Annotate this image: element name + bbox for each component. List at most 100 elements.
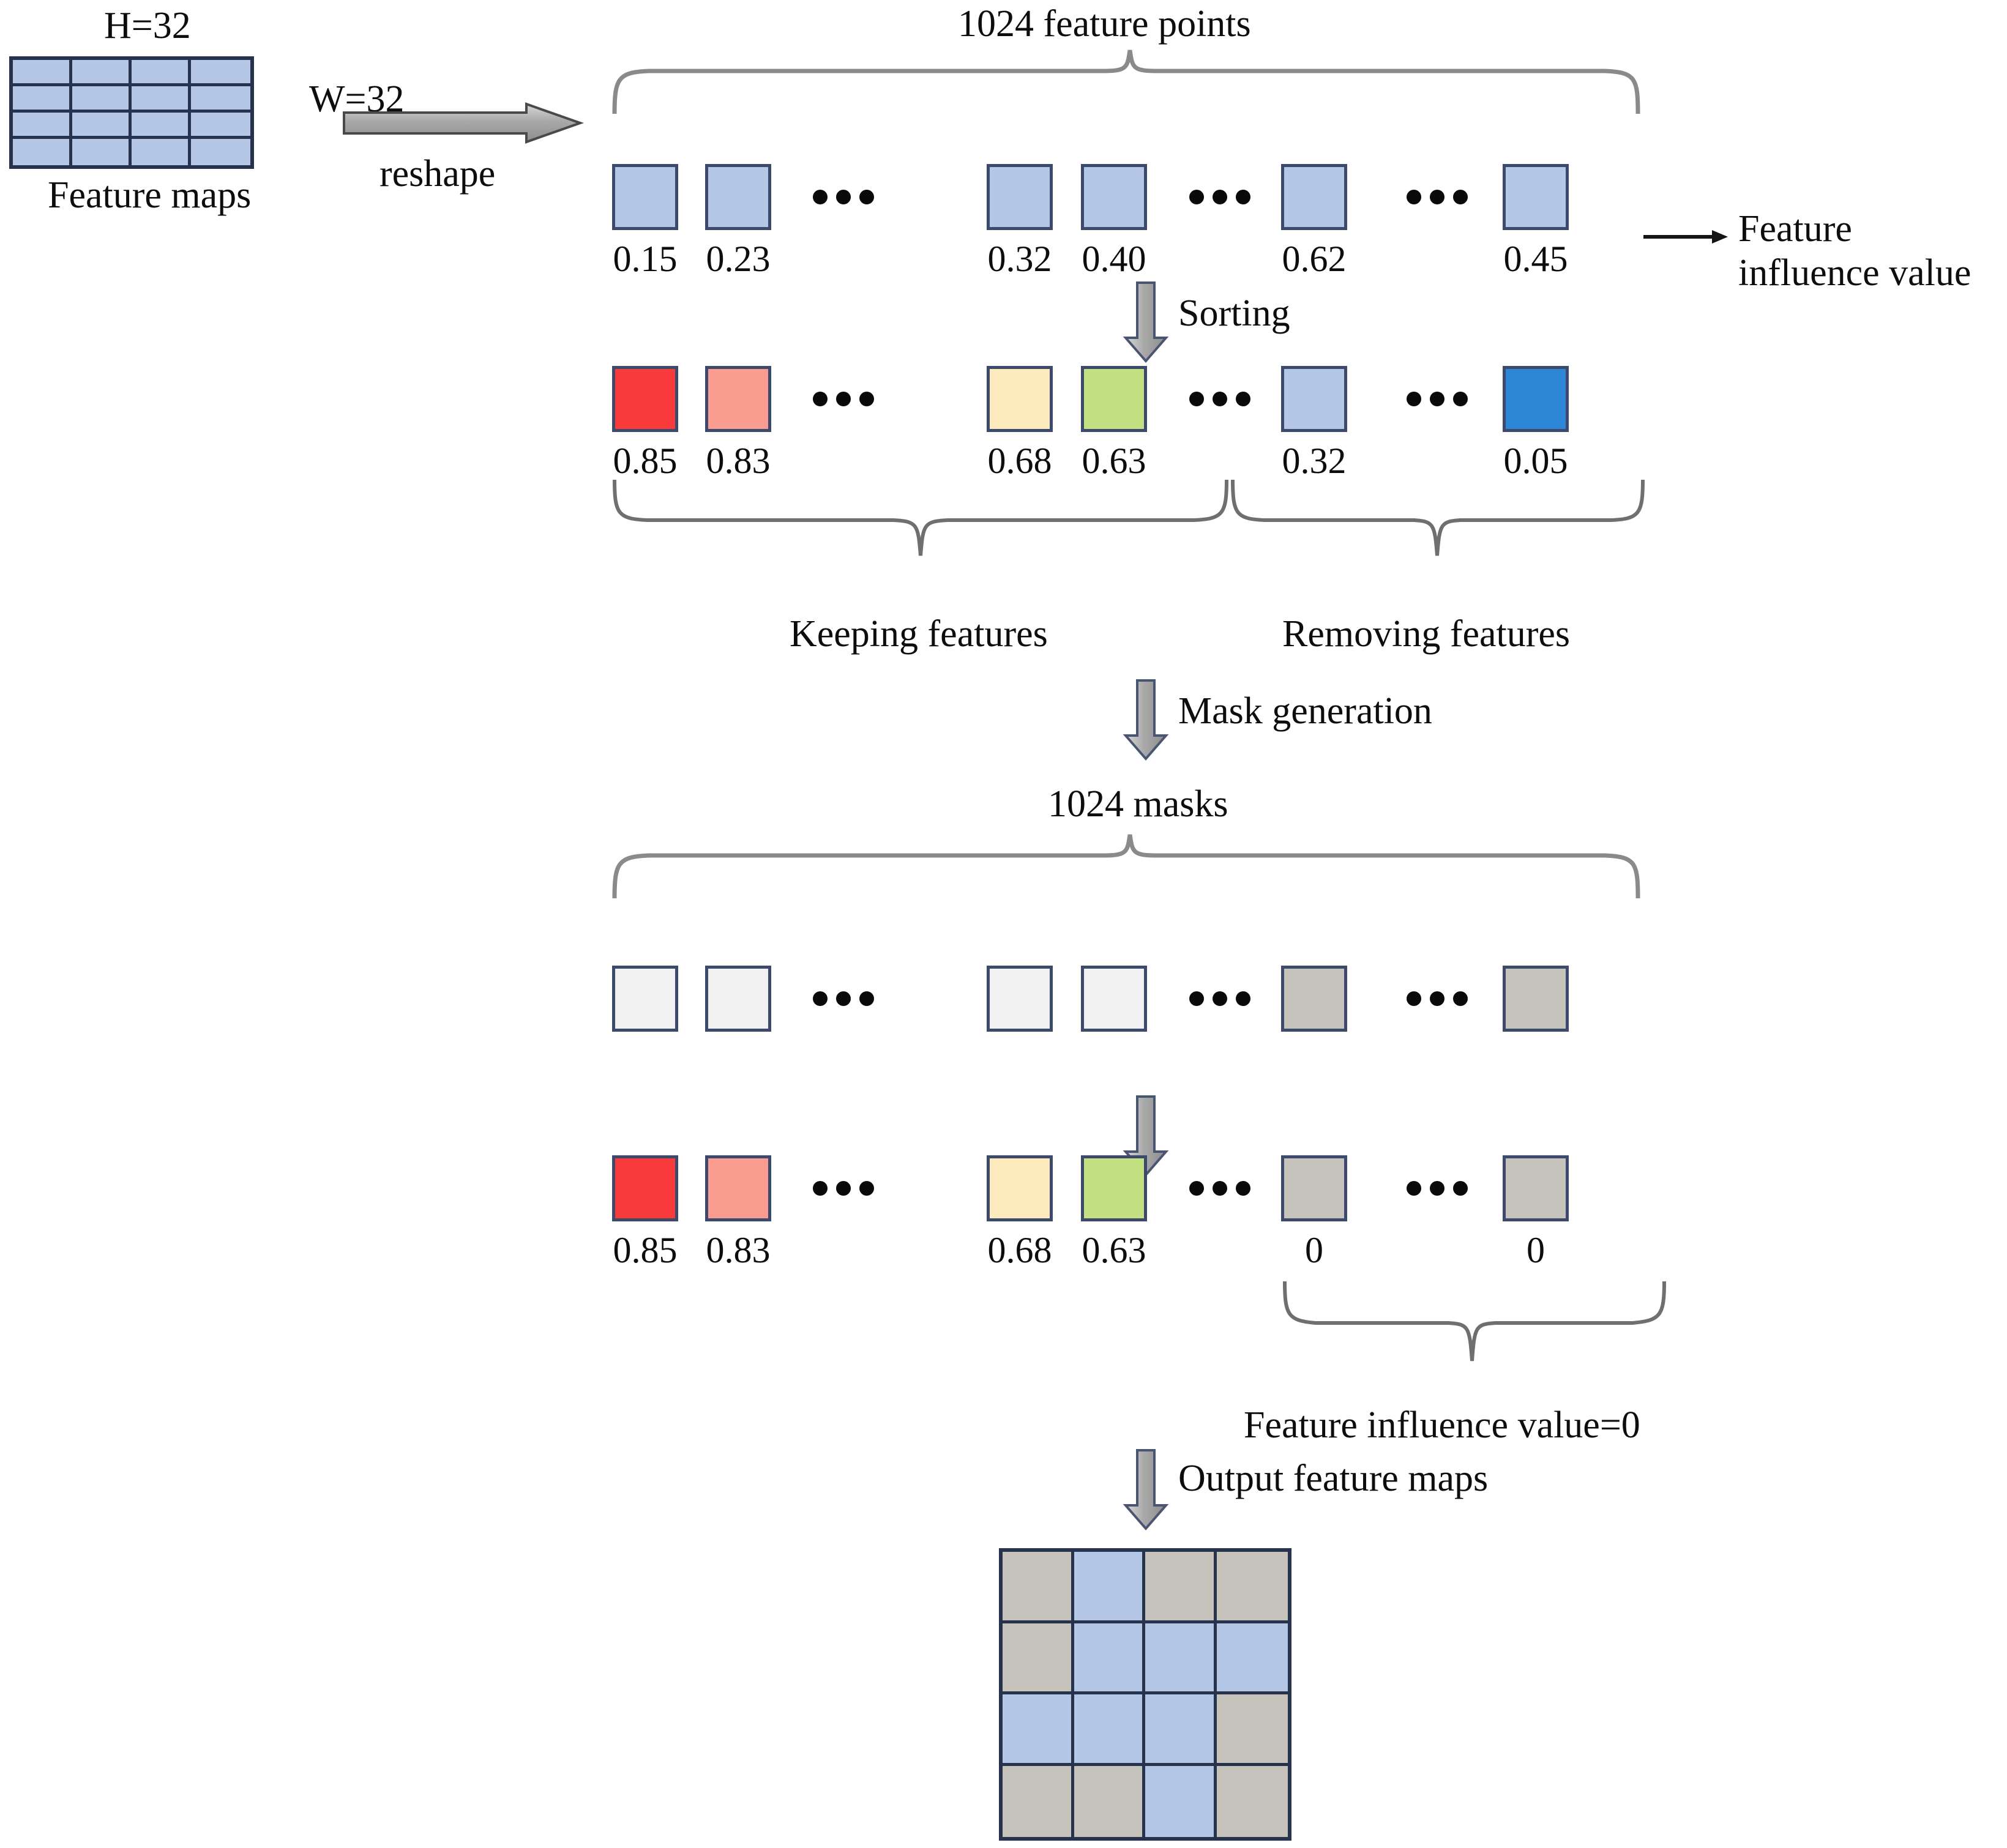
grid-cell [13,113,72,139]
feature-point-value: 0.32 [987,239,1052,279]
input-feature-maps-grid [9,56,254,169]
ellipsis-dots [813,392,874,406]
grid-cell [72,139,132,165]
sorting-arrow-icon [1123,281,1169,363]
mask-generation-arrow-icon [1123,679,1169,761]
ellipsis-dots [813,991,874,1006]
grid-cell [72,86,132,113]
feature-point-square [987,164,1053,230]
grid-cell [13,86,72,113]
sorting-label: Sorting [1178,292,1290,334]
ellipsis-dots [1407,1181,1468,1196]
feature-point-square [612,966,678,1032]
grid-cell [132,113,191,139]
grid-cell [1003,1765,1074,1837]
grid-cell [191,113,250,139]
reshape-arrow-icon [343,102,585,146]
grid-cell [1145,1552,1217,1623]
grid-cell [1003,1694,1074,1766]
keeping-features-brace [612,479,1230,558]
output-feature-maps-label: Output feature maps [1178,1458,1489,1499]
grid-cell [1145,1765,1217,1837]
ellipsis-dots [813,1181,874,1196]
feature-point-square [1503,1155,1569,1221]
grid-cell [13,139,72,165]
feature-point-value: 0.32 [1282,441,1347,481]
ellipsis-dots [1189,190,1250,204]
feature-point-value: 0.63 [1082,441,1146,481]
keeping-features-label: Keeping features [790,613,1048,655]
feature-maps-label: Feature maps [48,174,252,216]
ellipsis-dots [1407,991,1468,1006]
feature-point-square [1281,164,1347,230]
grid-cell [1074,1694,1145,1766]
feature-point-value: 0.40 [1082,239,1146,279]
feature-point-value: 0.68 [987,1230,1052,1270]
grid-cell [1074,1623,1145,1694]
feature-influence-value-label-line2: influence value [1738,252,1971,294]
feature-point-value: 0.45 [1503,239,1568,279]
feature-influence-zero-label: Feature influence value=0 [1244,1404,1640,1446]
feature-point-square [1081,366,1147,432]
feature-point-square [1081,164,1147,230]
grid-cell [1216,1765,1288,1837]
grid-cell [13,60,72,86]
grid-cell [1145,1694,1217,1766]
feature-point-square [1081,966,1147,1032]
feature-point-value: 0 [1305,1230,1323,1270]
grid-cell [132,86,191,113]
feature-point-value: 0 [1527,1230,1545,1270]
removing-features-label: Removing features [1282,613,1571,655]
feature-point-square [705,164,771,230]
grid-cell [1216,1694,1288,1766]
feature-points-count-label: 1024 feature points [958,3,1251,45]
output-arrow-icon [1123,1449,1169,1531]
feature-point-value: 0.68 [987,441,1052,481]
ellipsis-dots [1189,1181,1250,1196]
grid-cell [132,60,191,86]
feature-point-square [987,1155,1053,1221]
grid-cell [1074,1552,1145,1623]
feature-point-value: 0.83 [706,441,771,481]
reshape-label: reshape [379,153,496,195]
grid-cell [1074,1765,1145,1837]
zero-values-brace [1282,1280,1668,1363]
feature-point-square [987,966,1053,1032]
ellipsis-dots [1189,392,1250,406]
ellipsis-dots [1189,991,1250,1006]
h-dimension-label: H=32 [104,5,191,47]
feature-point-square [612,366,678,432]
removing-features-brace [1230,479,1646,558]
grid-cell [1145,1623,1217,1694]
mask-generation-label: Mask generation [1178,690,1432,732]
grid-cell [1003,1552,1074,1623]
grid-cell [191,60,250,86]
feature-influence-arrow-icon [1643,228,1729,246]
feature-point-square [1281,966,1347,1032]
feature-point-value: 0.83 [706,1230,771,1270]
masks-count-label: 1024 masks [1048,783,1228,825]
ellipsis-dots [813,190,874,204]
feature-point-square [1503,366,1569,432]
grid-cell [132,139,191,165]
output-feature-maps-grid [999,1548,1291,1841]
feature-point-value: 0.63 [1082,1230,1146,1270]
grid-cell [72,60,132,86]
ellipsis-dots [1407,190,1468,204]
feature-point-square [705,366,771,432]
feature-point-square [705,1155,771,1221]
grid-cell [1003,1623,1074,1694]
grid-cell [72,113,132,139]
feature-point-square [612,1155,678,1221]
grid-cell [1216,1552,1288,1623]
feature-point-value: 0.85 [613,1230,678,1270]
feature-points-brace [612,48,1640,115]
ellipsis-dots [1407,392,1468,406]
grid-cell [191,86,250,113]
feature-point-square [705,966,771,1032]
feature-point-square [1503,966,1569,1032]
feature-point-square [1281,1155,1347,1221]
feature-point-square [1081,1155,1147,1221]
grid-cell [1216,1623,1288,1694]
